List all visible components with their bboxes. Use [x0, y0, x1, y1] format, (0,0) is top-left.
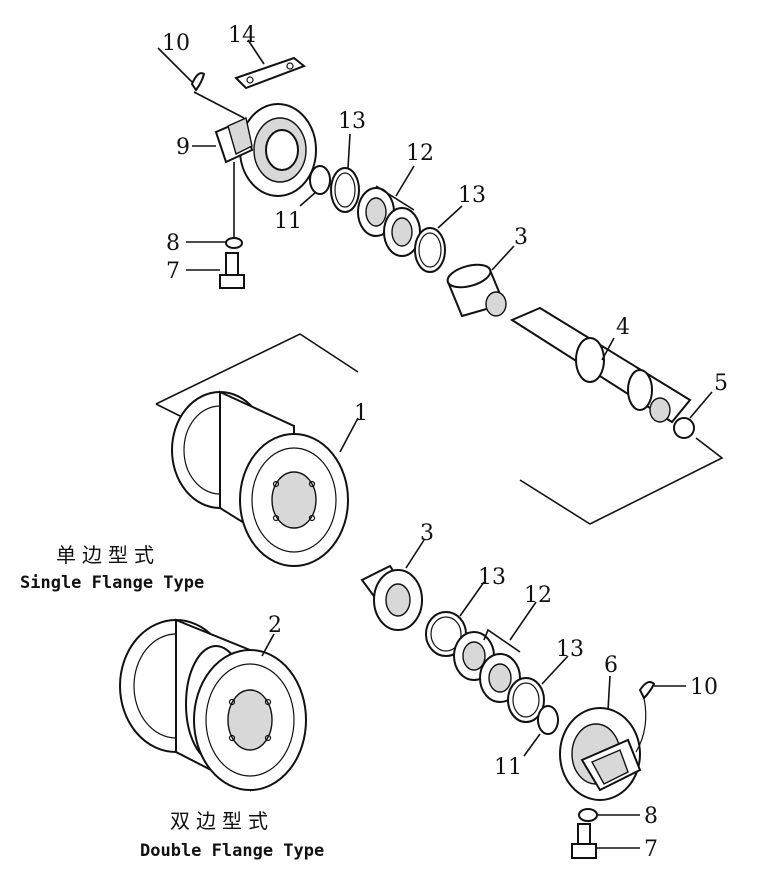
callout-3-bottom: 3: [420, 521, 434, 546]
part-13-ring-top-b: [414, 227, 446, 273]
part-7-bolt-top: [219, 252, 245, 289]
part-11-ring-bottom: [523, 705, 559, 757]
callout-12-bottom: 12: [524, 583, 552, 608]
callout-7-bottom: 7: [644, 837, 658, 862]
part-4-shaft: [509, 306, 692, 424]
callout-8-top: 8: [166, 231, 180, 256]
callout-13-bottom-a: 13: [478, 565, 506, 590]
callout-11-top: 11: [274, 209, 302, 234]
callout-8-bottom: 8: [644, 804, 658, 829]
part-7-bolt-bottom: [571, 823, 640, 859]
part-1-single-flange-roller: [171, 390, 359, 567]
callout-10-top: 10: [162, 31, 190, 56]
callout-9: 9: [176, 135, 190, 160]
part-3-bushing-top: [446, 263, 507, 318]
callout-3-top: 3: [514, 225, 528, 250]
part-14-plate: [234, 56, 306, 90]
part-8-washer-top: [225, 237, 243, 249]
caption-double-cn: 双边型式: [170, 809, 274, 833]
part-2-double-flange-roller: [119, 618, 307, 792]
captions: 单边型式 Single Flange Type 双边型式 Double Flan…: [20, 543, 324, 861]
caption-single-cn: 单边型式: [56, 543, 160, 567]
part-10-pin-bottom: [635, 681, 686, 753]
callout-4: 4: [616, 315, 630, 340]
callout-12-top: 12: [406, 141, 434, 166]
part-9-collar: [214, 103, 317, 197]
callout-13-top-b: 13: [458, 183, 486, 208]
callout-6: 6: [604, 653, 618, 678]
callout-labels: 10 14 9 8 7 11 13 12 13 3 4 5 1 3 2 13 1…: [162, 23, 728, 862]
part-6-collar: [559, 675, 642, 801]
part-5-plug: [673, 417, 695, 439]
part-12-seal-top: [357, 187, 421, 257]
caption-single-en: Single Flange Type: [20, 573, 204, 593]
part-13-ring-top-a: [330, 167, 360, 213]
callout-13-bottom-b: 13: [556, 637, 584, 662]
callout-14: 14: [228, 23, 256, 48]
caption-double-en: Double Flange Type: [140, 841, 324, 861]
part-11-ring-top: [309, 165, 331, 195]
callout-13-top-a: 13: [338, 109, 366, 134]
callout-2: 2: [268, 613, 282, 638]
upper-leader-lines: [157, 39, 713, 419]
part-10-pin-top: [190, 72, 206, 92]
callout-11-bottom: 11: [494, 755, 522, 780]
callout-10-bottom: 10: [690, 675, 718, 700]
callout-7-top: 7: [166, 259, 180, 284]
part-3-bushing-bottom: [360, 539, 425, 631]
callout-5: 5: [714, 371, 728, 396]
callout-1: 1: [354, 401, 368, 426]
part-13-ring-bottom-b: [507, 655, 569, 723]
part-8-washer-bottom: [578, 808, 640, 822]
